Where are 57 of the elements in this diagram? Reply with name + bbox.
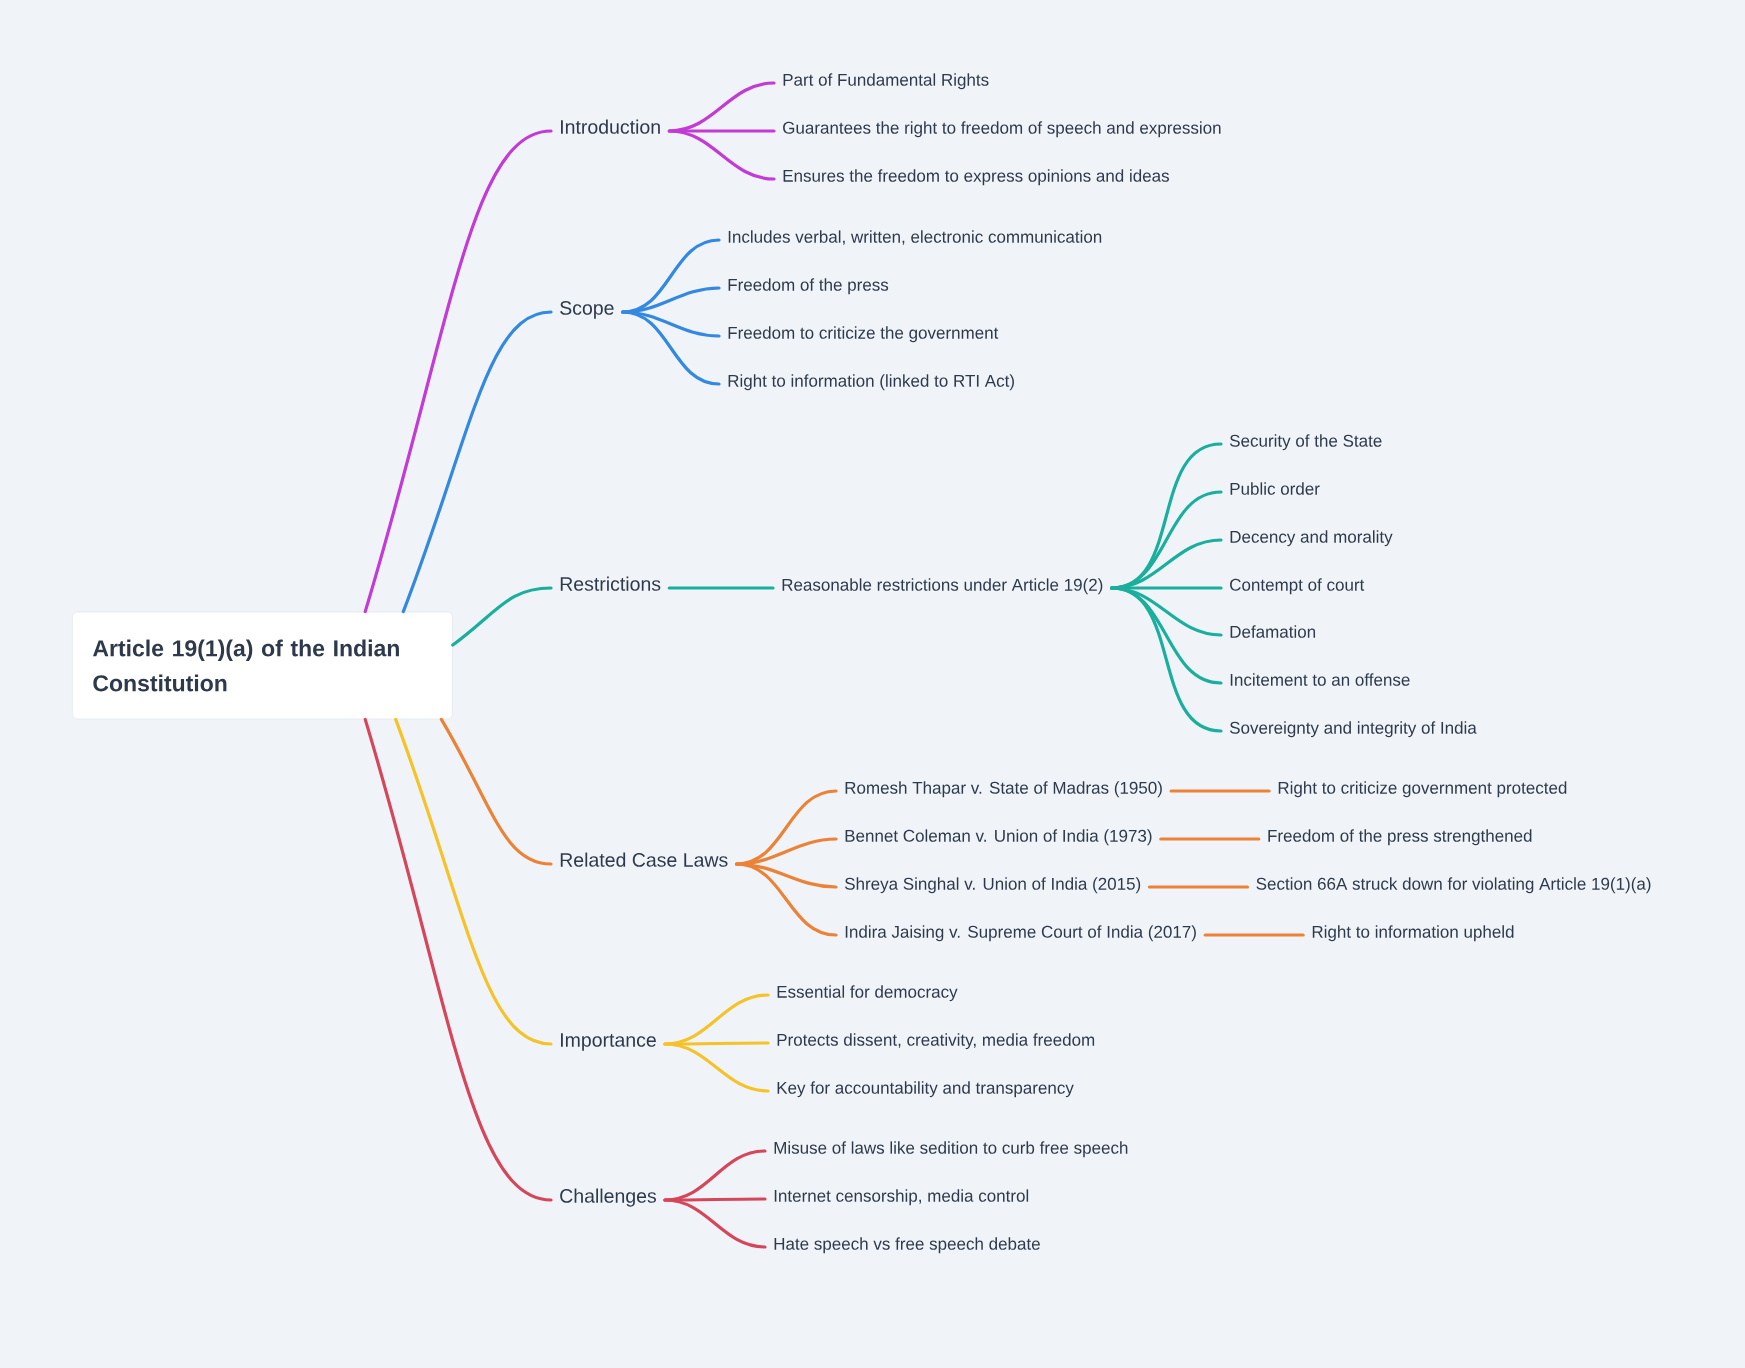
connector [1147,885,1250,889]
leaf-label: Romesh Thapar v. State of Madras (1950) [845,781,1162,798]
branch-label: Introduction [561,119,660,134]
connector [363,717,553,1202]
connector [667,586,775,590]
leaf-label: Freedom of the press [728,278,889,295]
leaf-label: Right to criticize government protected [1278,781,1567,798]
leaf-label: Indira Jaising v. Supreme Court of India (2017) [845,925,1196,942]
connector [1203,933,1305,937]
leaf-label: Incitement to an offense [1230,673,1410,686]
leaf-label: Part of Fundamental Rights [783,73,989,90]
connector [621,310,721,386]
leaf-label: Shreya Singhal v. Union of India (2015) [845,877,1141,894]
connector [663,1197,767,1202]
leaf-label: Security of the State [1230,434,1382,451]
leaf-label: Decency and morality [1230,530,1393,547]
leaf-label: Contempt of court [1230,578,1365,595]
leaf-label: Ensures the freedom to express opinions and ideas [783,169,1169,186]
leaf-label: Includes verbal, written, electronic communication [728,230,1102,245]
connector [663,1198,767,1249]
branch-label: Scope [560,301,614,319]
connector [1110,586,1223,685]
branch-label: Challenges [560,1188,657,1207]
connector [663,1042,770,1093]
leaf-label: Essential for democracy [777,985,958,1002]
connector [1169,789,1271,793]
leaf-label: Protects dissent, creativity, media freedom [777,1033,1095,1050]
connector [451,586,553,647]
leaf-label: Defamation [1230,625,1316,638]
leaf-label: Right to information (linked to RTI Act) [728,374,1014,391]
leaf-label: Bennet Coleman v. Union of India (1973) [845,829,1152,846]
connector [667,129,776,181]
leaf-label: Freedom of the press strengthened [1268,829,1532,846]
connector [621,310,721,338]
leaf-label: Misuse of laws like sedition to curb free speech [774,1141,1128,1158]
leaf-label: Reasonable restrictions under Article 19(2) [782,578,1103,595]
leaf-label: Internet censorship, media control [774,1189,1029,1206]
connector [363,129,553,614]
branch-label: Importance [561,1033,656,1051]
branch-label: Restrictions [560,576,661,591]
leaf-label: Guarantees the right to freedom of speech and expression [783,121,1221,138]
leaf-label: Hate speech vs free speech debate [774,1237,1040,1254]
connector [663,1041,770,1046]
branch-label: Related Case Laws [560,852,728,867]
leaf-label: Sovereignty and integrity of India [1230,721,1477,738]
leaf-label: Freedom to criticize the government [728,326,999,343]
leaf-label: Right to information upheld [1312,925,1514,942]
topic-box: Article 19(1)(a) of the Indian Constitution [72,611,453,720]
connector [1159,837,1261,841]
leaf-label: Key for accountability and transparency [777,1081,1074,1098]
connector [394,717,553,1046]
leaf-label: Public order [1230,482,1320,495]
connector [734,862,838,937]
connector [439,717,553,866]
connector [1110,586,1223,733]
connector [401,310,553,614]
leaf-label: Section 66A struck down for violating Article 19(1)(a) [1256,877,1651,894]
